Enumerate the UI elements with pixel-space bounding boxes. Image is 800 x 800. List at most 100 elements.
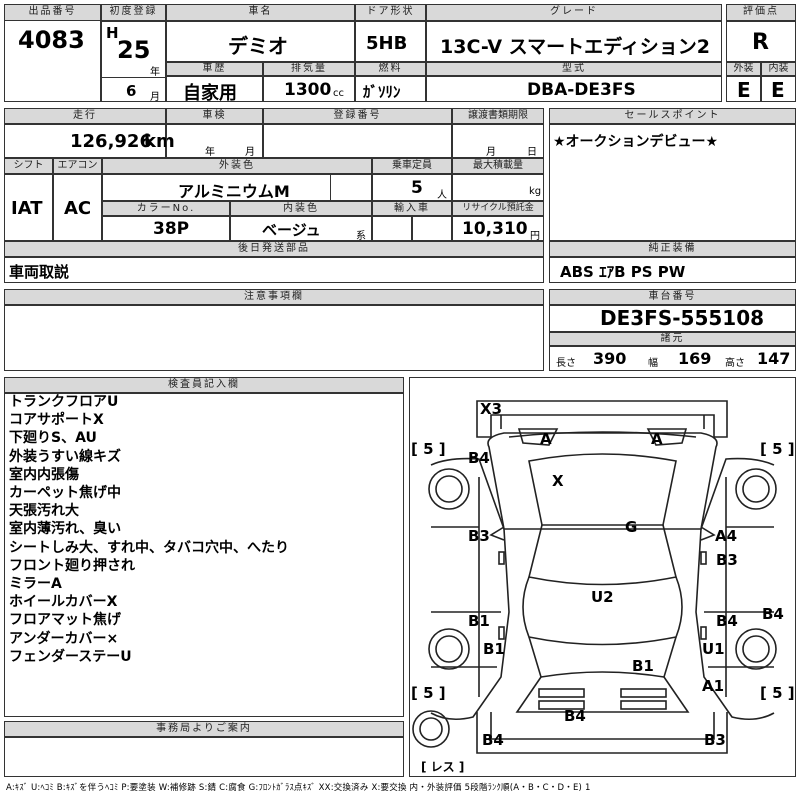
- tire-rl: [ 5 ]: [411, 684, 446, 702]
- reg-month: 6: [126, 82, 137, 100]
- grade-label: グレード: [426, 4, 722, 21]
- fuel-label: 燃料: [355, 62, 426, 76]
- reg-month-unit: 月: [150, 92, 160, 103]
- length-label: 長さ: [556, 358, 576, 369]
- ac-label: エアコン: [53, 158, 102, 174]
- name-box: [166, 21, 355, 62]
- mark-a-left: A: [540, 430, 552, 448]
- lot-label: 出品番号: [4, 4, 101, 21]
- recycle-box: [452, 216, 544, 241]
- tire-rl-value: 5: [423, 684, 434, 702]
- inspector-note-line: 外装うすい線キズ: [9, 448, 121, 465]
- mark-b1-lr: B1: [483, 640, 505, 658]
- reg-year: 25: [117, 36, 151, 64]
- interior-box: [761, 76, 796, 102]
- grade: 13C-V スマートエディション2: [440, 36, 710, 58]
- inspector-note-line: シートしみ大、すれ中、タバコ穴中、へたり: [9, 539, 289, 556]
- int-color-box: [230, 216, 372, 241]
- capacity: 5: [411, 178, 423, 198]
- tire-fl-value: 5: [423, 440, 434, 458]
- inspector-note-line: コアサポートX: [9, 412, 104, 429]
- inspection-box: [166, 124, 263, 158]
- inspector-note-line: フロアマット焦げ: [9, 612, 121, 629]
- lot-number: 4083: [18, 26, 85, 54]
- model: DBA-DE3FS: [527, 80, 636, 100]
- width: 169: [678, 349, 712, 368]
- equipment-text: ABS ｴｱB PS PW: [560, 263, 686, 281]
- load-box: [452, 174, 544, 201]
- import-box: [372, 216, 412, 241]
- tire-fr: [ 5 ]: [760, 440, 795, 458]
- height-label: 高さ: [725, 358, 745, 369]
- insp-year-unit: 年: [205, 147, 215, 158]
- mileage: 126,926: [70, 131, 152, 152]
- regno-label: 登録番号: [263, 108, 452, 124]
- colorno-label: カラーNo.: [102, 201, 230, 216]
- parts-text: 車両取説: [9, 263, 70, 281]
- mark-x-hood: X: [552, 472, 564, 490]
- mark-g: G: [625, 518, 638, 536]
- mark-a4: A4: [715, 527, 738, 545]
- mark-b3-br: B3: [704, 731, 726, 749]
- transfer-box: [452, 124, 544, 158]
- spare-tire-value: レス: [430, 760, 455, 774]
- sales-text: ★オークションデビュー★: [553, 134, 719, 150]
- displacement-label: 排気量: [263, 62, 355, 76]
- inspector-note-line: ミラーA: [9, 576, 62, 593]
- color: アルミニウムM: [178, 182, 290, 201]
- length: 390: [593, 349, 627, 368]
- mark-b4-fl: B4: [468, 449, 490, 467]
- name-label: 車名: [166, 4, 355, 21]
- chassis-label: 車台番号: [549, 289, 796, 305]
- spare-tire: [ レス ]: [421, 760, 465, 774]
- office-box: [4, 737, 404, 777]
- load-unit: kg: [529, 186, 542, 197]
- inspection-label: 車検: [166, 108, 263, 124]
- sales-label: セールスポイント: [549, 108, 796, 124]
- parts-box: [4, 257, 544, 283]
- spec-label: 諸元: [549, 332, 796, 346]
- int-color-unit: 系: [356, 231, 366, 242]
- diagram-box: [409, 377, 796, 777]
- exterior-box: [726, 76, 761, 102]
- history-label: 車歴: [166, 62, 263, 76]
- grade-box: [426, 21, 722, 62]
- capacity-box: [372, 174, 452, 201]
- exterior-grade: E: [737, 78, 751, 102]
- inspector-note-line: 室内薄汚れ、臭い: [9, 521, 122, 538]
- mark-b3-lf: B3: [468, 527, 490, 545]
- tire-rr-value: 5: [772, 684, 783, 702]
- ac: AC: [64, 198, 92, 219]
- transfer-label: 譲渡書類期限: [452, 108, 544, 124]
- door-label: ドア形状: [355, 4, 426, 21]
- tire-fl: [ 5 ]: [411, 440, 446, 458]
- door-type: 5HB: [366, 33, 408, 54]
- mileage-box: [4, 124, 166, 158]
- displacement: 1300: [284, 80, 332, 100]
- notes-label: 注意事項欄: [4, 289, 544, 305]
- chassis-box: [549, 305, 796, 332]
- tire-fr-value: 5: [772, 440, 783, 458]
- model-label: 型式: [426, 62, 722, 76]
- inspector-note-line: 天張汚れ大: [9, 503, 79, 520]
- door-box: [355, 21, 426, 62]
- color-label: 外装色: [102, 158, 372, 174]
- inspector-note-line: カーペット焦げ中: [9, 485, 121, 502]
- chassis-number: DE3FS-555108: [600, 306, 765, 330]
- inspector-note-line: フェンダーステーU: [9, 648, 132, 665]
- mark-a-right: A: [651, 430, 663, 448]
- displacement-unit: cc: [333, 88, 344, 99]
- height: 147: [757, 349, 791, 368]
- regno-box: [263, 124, 452, 158]
- car-name: デミオ: [228, 34, 288, 58]
- colorno-box: [102, 216, 230, 241]
- interior-label: 内装: [761, 62, 796, 76]
- mileage-unit: km: [144, 131, 175, 152]
- mileage-label: 走行: [4, 108, 166, 124]
- capacity-unit: 人: [437, 190, 447, 201]
- fuel: ｶﾞｿﾘﾝ: [363, 83, 401, 101]
- spec-box: [549, 346, 796, 371]
- office-label: 事務局よりご案内: [4, 721, 404, 737]
- inspector-label: 検査員記入欄: [4, 377, 404, 393]
